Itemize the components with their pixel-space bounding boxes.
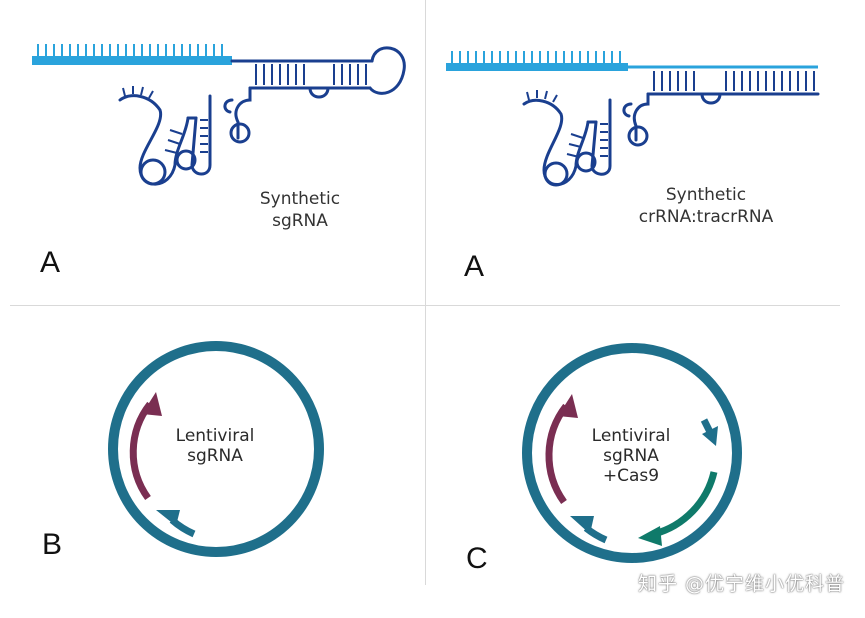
blue-arrowhead — [570, 516, 594, 534]
panel-synthetic-sgrna: Synthetic sgRNA A — [0, 0, 425, 305]
label-line-2: sgRNA — [603, 446, 659, 466]
scaffold — [118, 46, 406, 186]
crrna-strand — [446, 63, 628, 71]
teal-arc-arrow — [653, 471, 718, 538]
panel-letter-a-left: A — [40, 246, 61, 279]
spacer-strand — [32, 56, 232, 65]
plasmid-label-lentiviral-sgrna-cas9: Lentiviral sgRNA +Cas9 — [576, 426, 686, 486]
panel-synthetic-crrna-tracrrna: Synthetic crRNA:tracrRNA A — [426, 0, 865, 305]
watermark: 知乎 @优宁维小优科普 — [637, 573, 845, 595]
maroon-arc-arrow — [129, 401, 153, 501]
label-line-1: Lentiviral — [175, 426, 255, 446]
blue-arrowhead — [156, 510, 180, 526]
maroon-arrowhead — [142, 392, 162, 416]
lentiviral-sgrna-cas9-plasmid — [522, 343, 742, 563]
panel-letter-b: B — [42, 528, 63, 561]
caption-synthetic-crrna-tracrrna: Synthetic crRNA:tracrRNA — [626, 184, 786, 228]
blue-top-right-arrow — [700, 418, 714, 434]
blue-top-right-arrowhead — [702, 426, 718, 446]
caption-line-1: Synthetic — [259, 189, 341, 209]
maroon-arc-arrow — [545, 403, 569, 505]
tracrrna-ticks — [526, 71, 815, 158]
vertical-divider — [425, 0, 426, 585]
spacer-ticks — [37, 44, 223, 56]
teal-arrowhead — [638, 526, 662, 546]
label-line-3: +Cas9 — [602, 466, 660, 486]
crrna-ticks — [451, 51, 621, 63]
panel-lentiviral-sgrna-cas9: Lentiviral sgRNA +Cas9 C — [426, 306, 865, 618]
tracrrna — [522, 92, 820, 187]
caption-synthetic-sgrna: Synthetic sgRNA — [225, 188, 375, 232]
caption-line-2: crRNA:tracrRNA — [638, 207, 774, 227]
panel-letter-a-right: A — [464, 250, 485, 283]
label-line-1: Lentiviral — [591, 426, 671, 446]
label-line-2: sgRNA — [187, 446, 243, 466]
scaffold-ticks — [122, 64, 367, 154]
panel-letter-c: C — [466, 542, 488, 575]
sgrna-structure-diagram — [32, 44, 406, 186]
plasmid-label-lentiviral-sgrna: Lentiviral sgRNA — [160, 426, 270, 466]
caption-line-2: sgRNA — [272, 211, 328, 231]
plasmid-ring — [522, 343, 742, 563]
lentiviral-sgrna-plasmid — [108, 341, 324, 557]
caption-line-1: Synthetic — [665, 185, 747, 205]
horizontal-divider — [10, 305, 840, 306]
crrna-tracrrna-structure-diagram — [446, 51, 820, 187]
plasmid-ring — [108, 341, 324, 557]
maroon-arrowhead — [558, 394, 578, 418]
panel-lentiviral-sgrna: Lentiviral sgRNA B — [0, 306, 425, 618]
